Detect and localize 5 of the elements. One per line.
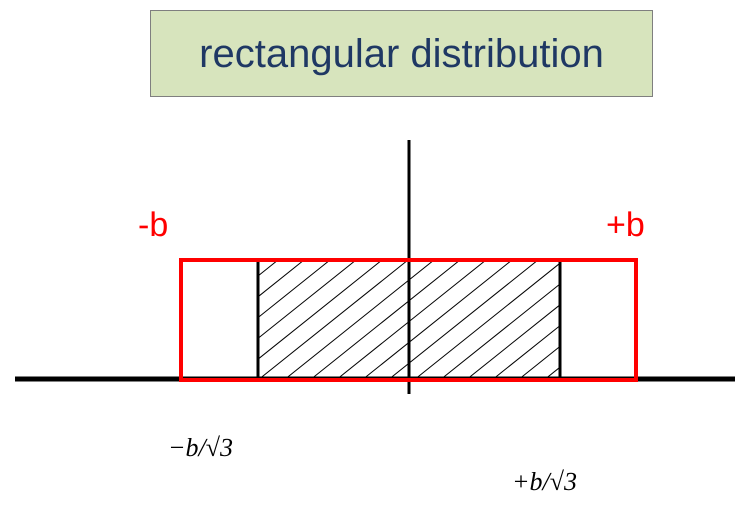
axis-label: +b/√3 (512, 466, 578, 498)
axis-label: -b (138, 205, 168, 246)
axis-label: −b/√3 (168, 432, 234, 464)
axis-label: +b (606, 205, 645, 246)
title-banner: rectangular distribution (150, 10, 653, 97)
